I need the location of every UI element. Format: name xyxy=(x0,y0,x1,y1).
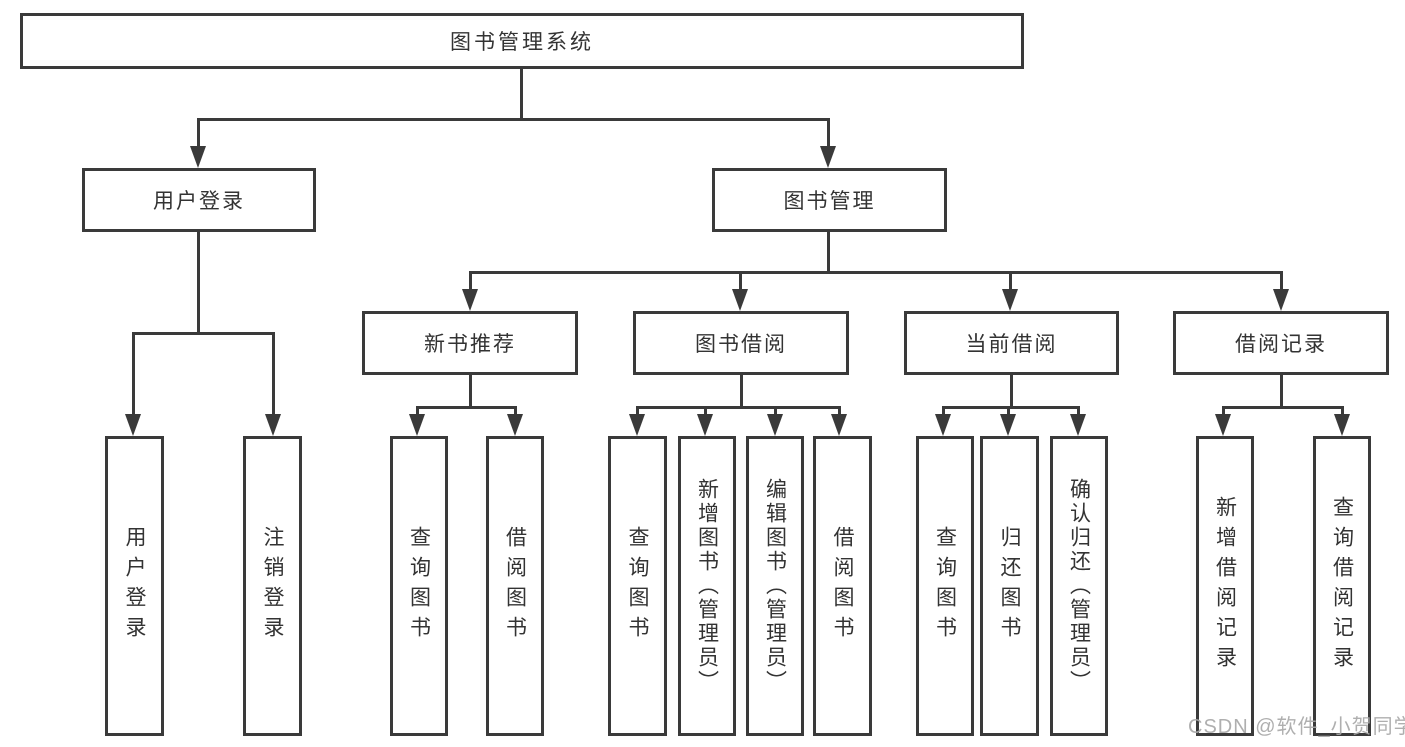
connector-shaft xyxy=(838,406,841,416)
connector-bookmgmt-branch xyxy=(469,271,1283,274)
connector-shaft xyxy=(704,406,707,416)
arrow-down-icon xyxy=(507,414,523,436)
arrow-down-icon xyxy=(629,414,645,436)
connector-shaft xyxy=(1341,406,1344,416)
connector-shaft xyxy=(739,271,742,291)
connector-shaft xyxy=(1077,406,1080,416)
arrow-down-icon xyxy=(767,414,783,436)
arrow-down-icon xyxy=(1002,289,1018,311)
connector-branch xyxy=(942,406,1079,409)
leaf-recommend-query-book: 查询图书 xyxy=(390,436,448,736)
arrow-down-icon xyxy=(820,146,836,168)
node-user-login: 用户登录 xyxy=(82,168,316,232)
arrow-down-icon xyxy=(831,414,847,436)
leaf-current-query-book: 查询图书 xyxy=(916,436,974,736)
connector-shaft xyxy=(416,406,419,416)
node-borrow-record-label: 借阅记录 xyxy=(1235,333,1327,356)
arrow-down-icon xyxy=(125,414,141,436)
leaf-user-login-label: 用户登录 xyxy=(123,526,146,646)
leaf-record-query: 查询借阅记录 xyxy=(1313,436,1371,736)
connector-shaft xyxy=(827,118,830,148)
leaf-recommend-query-book-label: 查询图书 xyxy=(407,526,431,646)
node-current-borrow-label: 当前借阅 xyxy=(965,333,1058,356)
csdn-watermark: CSDN @软件_小贺同学 xyxy=(1188,716,1405,738)
connector-userlogin-branch xyxy=(132,332,275,335)
node-book-management: 图书管理 xyxy=(712,168,947,232)
node-book-management-label: 图书管理 xyxy=(783,190,876,213)
arrow-down-icon xyxy=(1000,414,1016,436)
connector-shaft xyxy=(636,406,639,416)
leaf-recommend-borrow-book-label: 借阅图书 xyxy=(503,526,527,646)
connector-shaft xyxy=(197,118,200,148)
node-book-borrow-label: 图书借阅 xyxy=(695,333,787,356)
node-new-book-recommend: 新书推荐 xyxy=(362,311,578,375)
connector-shaft xyxy=(1009,271,1012,291)
leaf-record-query-label: 查询借阅记录 xyxy=(1330,496,1354,676)
node-root: 图书管理系统 xyxy=(20,13,1024,69)
leaf-borrow-add-book-admin: 新增图书（管理员） xyxy=(678,436,736,736)
leaf-current-query-book-label: 查询图书 xyxy=(933,526,957,646)
leaf-borrow-borrow-book-label: 借阅图书 xyxy=(831,526,854,646)
node-book-borrow: 图书借阅 xyxy=(633,311,849,375)
leaf-record-add-label: 新增借阅记录 xyxy=(1213,496,1237,676)
connector-stem xyxy=(1280,375,1283,408)
leaf-user-login: 用户登录 xyxy=(105,436,164,736)
node-root-label: 图书管理系统 xyxy=(450,31,594,54)
leaf-recommend-borrow-book: 借阅图书 xyxy=(486,436,544,736)
connector-shaft xyxy=(272,332,275,416)
leaf-borrow-add-book-admin-label: 新增图书（管理员） xyxy=(695,478,719,694)
leaf-borrow-query-book: 查询图书 xyxy=(608,436,667,736)
leaf-current-return-book: 归还图书 xyxy=(980,436,1039,736)
arrow-down-icon xyxy=(462,289,478,311)
leaf-current-confirm-return-admin-label: 确认归还（管理员） xyxy=(1067,478,1091,694)
arrow-down-icon xyxy=(409,414,425,436)
leaf-current-confirm-return-admin: 确认归还（管理员） xyxy=(1050,436,1108,736)
arrow-down-icon xyxy=(935,414,951,436)
connector-shaft xyxy=(942,406,945,416)
leaf-borrow-edit-book-admin: 编辑图书（管理员） xyxy=(746,436,804,736)
connector-root-branch xyxy=(197,118,830,121)
connector-stem xyxy=(469,375,472,408)
arrow-down-icon xyxy=(1273,289,1289,311)
leaf-borrow-borrow-book: 借阅图书 xyxy=(813,436,872,736)
connector-stem xyxy=(740,375,743,408)
connector-branch xyxy=(416,406,516,409)
connector-shaft xyxy=(132,332,135,416)
node-borrow-record: 借阅记录 xyxy=(1173,311,1389,375)
connector-shaft xyxy=(1007,406,1010,416)
leaf-record-add: 新增借阅记录 xyxy=(1196,436,1254,736)
arrow-down-icon xyxy=(1334,414,1350,436)
connector-userlogin-stem xyxy=(197,232,200,334)
connector-shaft xyxy=(514,406,517,416)
connector-branch xyxy=(1222,406,1343,409)
node-current-borrow: 当前借阅 xyxy=(904,311,1119,375)
leaf-logout-label: 注销登录 xyxy=(261,526,284,646)
connector-shaft xyxy=(1222,406,1225,416)
connector-shaft xyxy=(469,271,472,291)
node-user-login-label: 用户登录 xyxy=(153,190,245,213)
connector-shaft xyxy=(1280,271,1283,291)
leaf-borrow-edit-book-admin-label: 编辑图书（管理员） xyxy=(763,478,787,694)
leaf-logout: 注销登录 xyxy=(243,436,302,736)
arrow-down-icon xyxy=(265,414,281,436)
arrow-down-icon xyxy=(732,289,748,311)
connector-bookmgmt-stem xyxy=(827,232,830,273)
arrow-down-icon xyxy=(1070,414,1086,436)
connector-stem xyxy=(1010,375,1013,408)
leaf-current-return-book-label: 归还图书 xyxy=(998,526,1021,646)
arrow-down-icon xyxy=(190,146,206,168)
connector-root-stem xyxy=(520,69,523,120)
connector-branch xyxy=(636,406,840,409)
arrow-down-icon xyxy=(697,414,713,436)
leaf-borrow-query-book-label: 查询图书 xyxy=(626,526,649,646)
connector-shaft xyxy=(774,406,777,416)
arrow-down-icon xyxy=(1215,414,1231,436)
node-new-book-recommend-label: 新书推荐 xyxy=(424,333,516,356)
